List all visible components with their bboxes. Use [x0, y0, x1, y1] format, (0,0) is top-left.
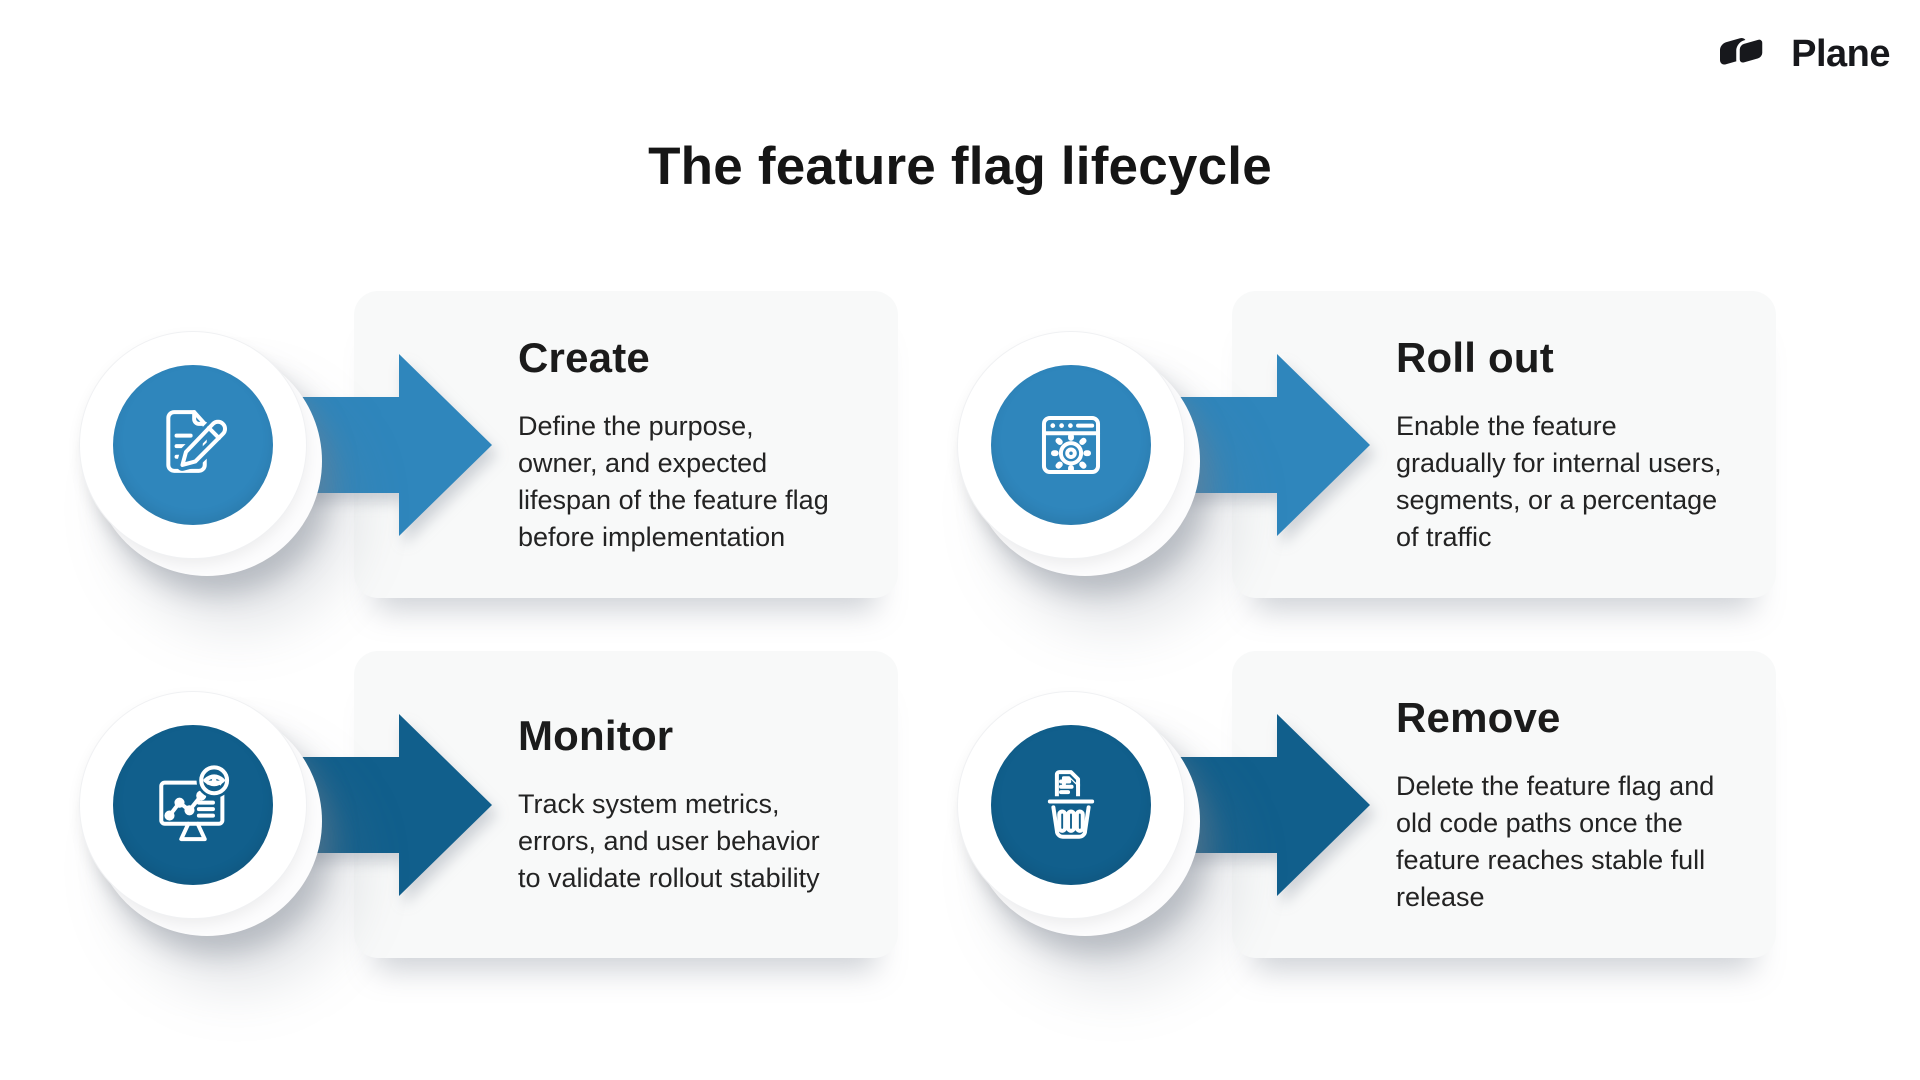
step-icon-disc	[957, 691, 1200, 936]
step-title: Remove	[1396, 693, 1561, 741]
step-title: Create	[518, 333, 650, 381]
disc	[957, 331, 1185, 559]
arrow-right-icon	[1171, 714, 1370, 896]
disc	[957, 691, 1185, 919]
icon-badge	[991, 365, 1151, 525]
arrow-right-icon	[1171, 354, 1370, 536]
document-pencil-icon	[166, 410, 231, 473]
trash-document-icon	[1044, 767, 1098, 839]
disc	[79, 331, 307, 559]
step-title: Roll out	[1396, 333, 1554, 381]
disc	[79, 691, 307, 919]
step-icon-disc	[79, 331, 322, 576]
icon-badge	[113, 725, 273, 885]
plane-logo-icon	[1720, 36, 1766, 67]
plane-logo: Plane	[1717, 32, 1890, 76]
arrow-right-icon	[293, 354, 492, 536]
monitor-analytics-icon	[159, 762, 232, 842]
step-icon-disc	[957, 331, 1200, 576]
arrow-right-icon	[293, 714, 492, 896]
step-roll-out: Roll out Enable the feature gradually fo…	[957, 255, 1781, 635]
step-icon-disc	[79, 691, 322, 936]
page-title: The feature flag lifecycle	[648, 137, 1272, 196]
step-remove: Remove Delete the feature flag and old c…	[957, 615, 1781, 995]
step-description: Define the purpose, owner, and expected …	[518, 410, 829, 552]
browser-gear-icon	[1041, 415, 1101, 475]
step-title: Monitor	[518, 712, 674, 759]
step-description: Enable the feature gradually for interna…	[1396, 410, 1722, 552]
step-description: Track system metrics, errors, and user b…	[518, 789, 820, 893]
step-monitor: Monitor Track system metrics, errors, an…	[79, 615, 903, 995]
step-description: Delete the feature flag and old code pat…	[1396, 770, 1715, 912]
icon-badge	[113, 365, 273, 525]
step-create: Create Define the purpose, owner, and ex…	[79, 255, 903, 635]
plane-logo-text: Plane	[1791, 32, 1890, 75]
icon-badge	[991, 725, 1151, 885]
